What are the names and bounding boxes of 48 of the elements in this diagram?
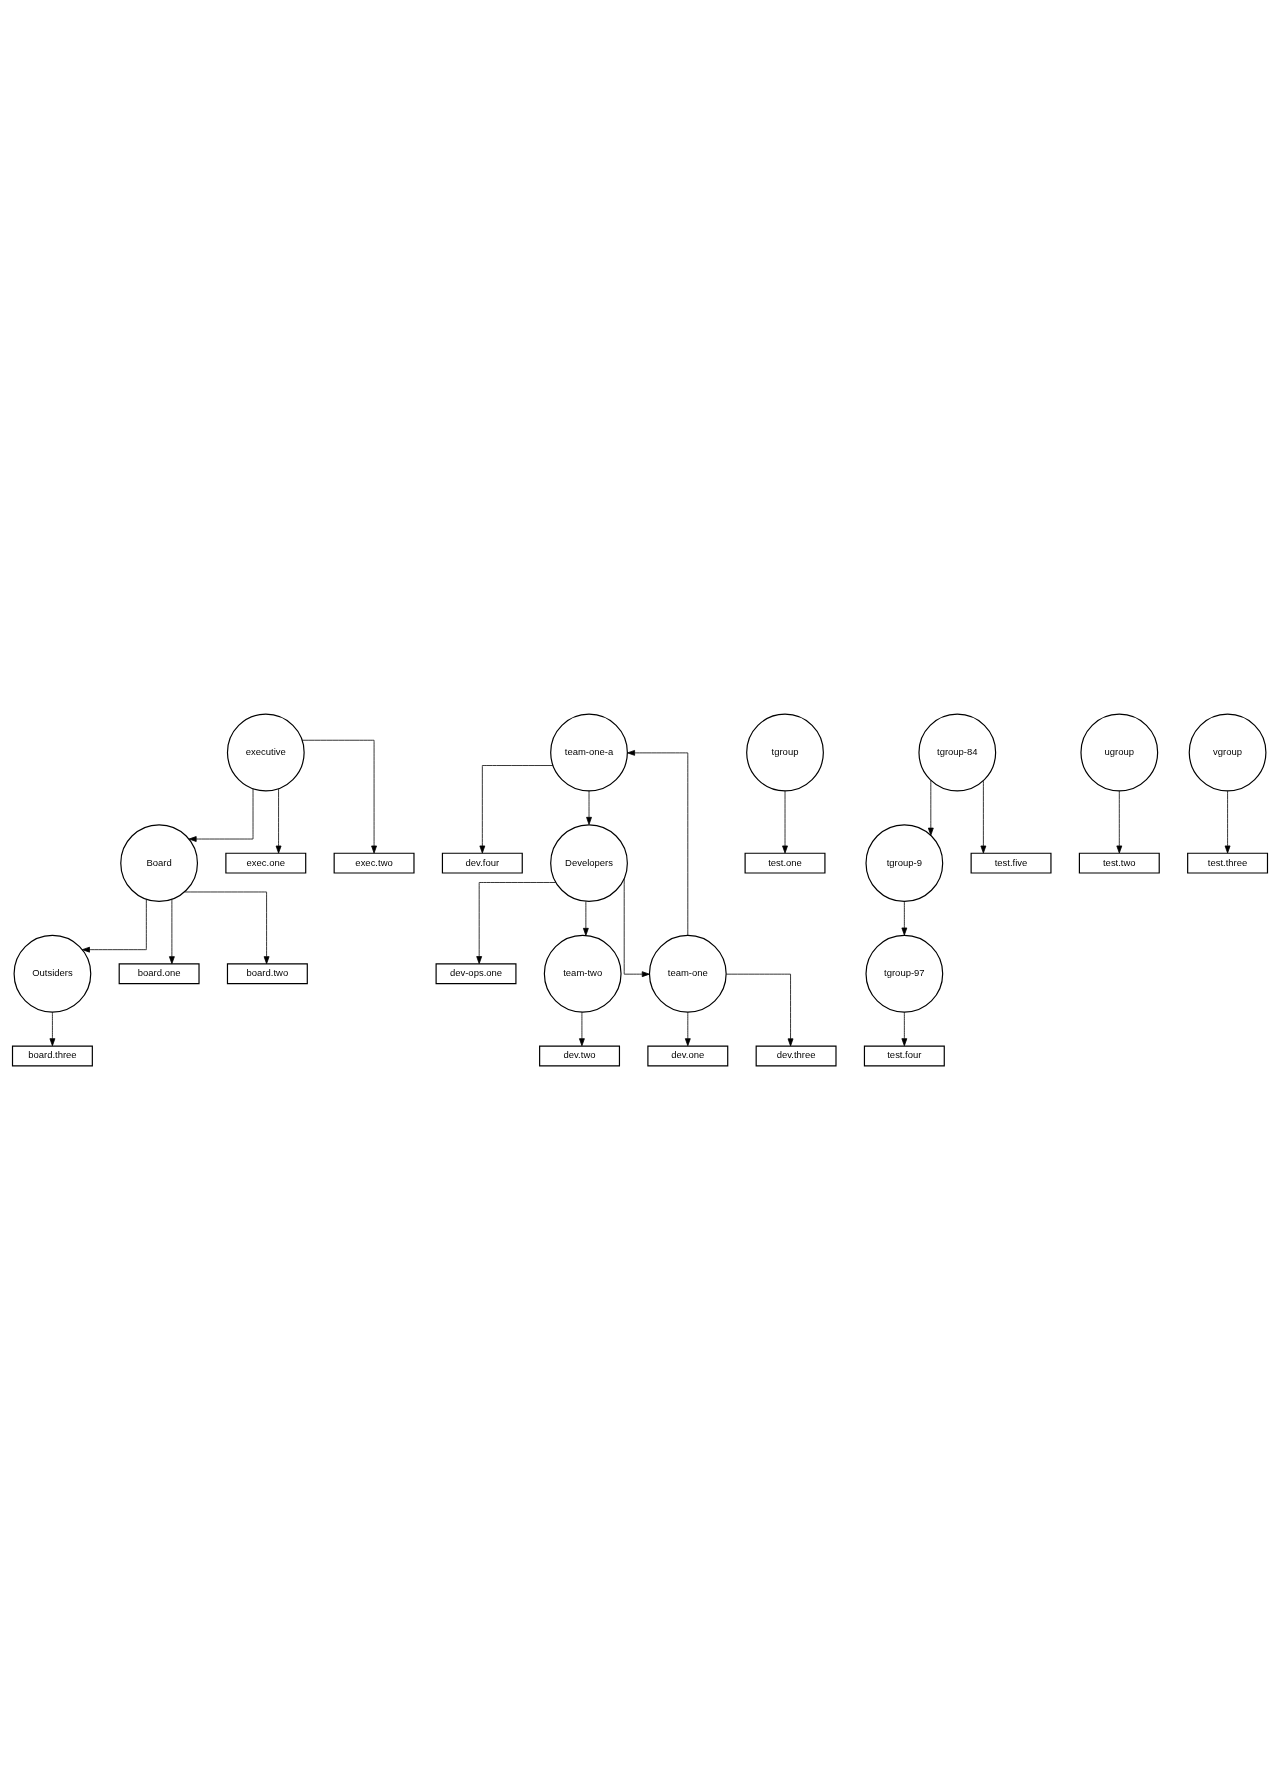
node-circle: tgroup [746, 713, 824, 792]
arrow [1116, 790, 1123, 854]
arrow [725, 973, 794, 1047]
node-circle: executive [226, 713, 305, 792]
node-box: dev.four [441, 852, 523, 874]
node-circle: team-two [543, 934, 622, 1013]
arrow [476, 882, 557, 965]
node-box: exec.one [225, 852, 307, 874]
arrow [275, 788, 282, 854]
node-circle: vgroup [1188, 713, 1267, 792]
arrow [49, 1011, 56, 1047]
arrow [586, 790, 592, 825]
arrow [82, 898, 147, 953]
arrow [901, 1011, 908, 1047]
arrow [169, 898, 175, 965]
arrow [479, 765, 554, 854]
node-circle: tgroup-97 [865, 934, 944, 1013]
node-circle: team-one [648, 934, 727, 1013]
arrow [927, 780, 934, 836]
arrow [623, 878, 650, 978]
node-circle: team-one-a [550, 713, 628, 792]
arrow [980, 780, 987, 854]
node-box: board.three [11, 1045, 93, 1067]
arrow [579, 1011, 585, 1047]
arrow [188, 788, 254, 842]
node-box: board.two [226, 963, 308, 985]
node-circle: tgroup-84 [918, 713, 997, 792]
node-box: exec.two [333, 852, 415, 874]
node-box: dev.one [647, 1045, 729, 1067]
node-box: board.one [118, 963, 200, 985]
arrow [627, 750, 689, 936]
arrow [1224, 790, 1231, 854]
arrow [301, 739, 377, 854]
arrow [583, 901, 589, 936]
node-box: dev.three [755, 1045, 837, 1067]
node-box: test.three [1187, 852, 1269, 874]
arrow [782, 790, 788, 854]
node-box: test.two [1078, 852, 1160, 874]
node-circle: Developers [550, 824, 628, 903]
arrow [901, 901, 908, 936]
node-box: test.one [744, 852, 826, 874]
node-box: dev-ops.one [435, 963, 517, 985]
node-box: dev.two [539, 1045, 621, 1067]
node-box: test.four [863, 1045, 945, 1067]
node-box: test.five [970, 852, 1052, 874]
arrow [684, 1011, 691, 1047]
node-circle: ugroup [1080, 713, 1159, 792]
arrow [184, 891, 270, 965]
